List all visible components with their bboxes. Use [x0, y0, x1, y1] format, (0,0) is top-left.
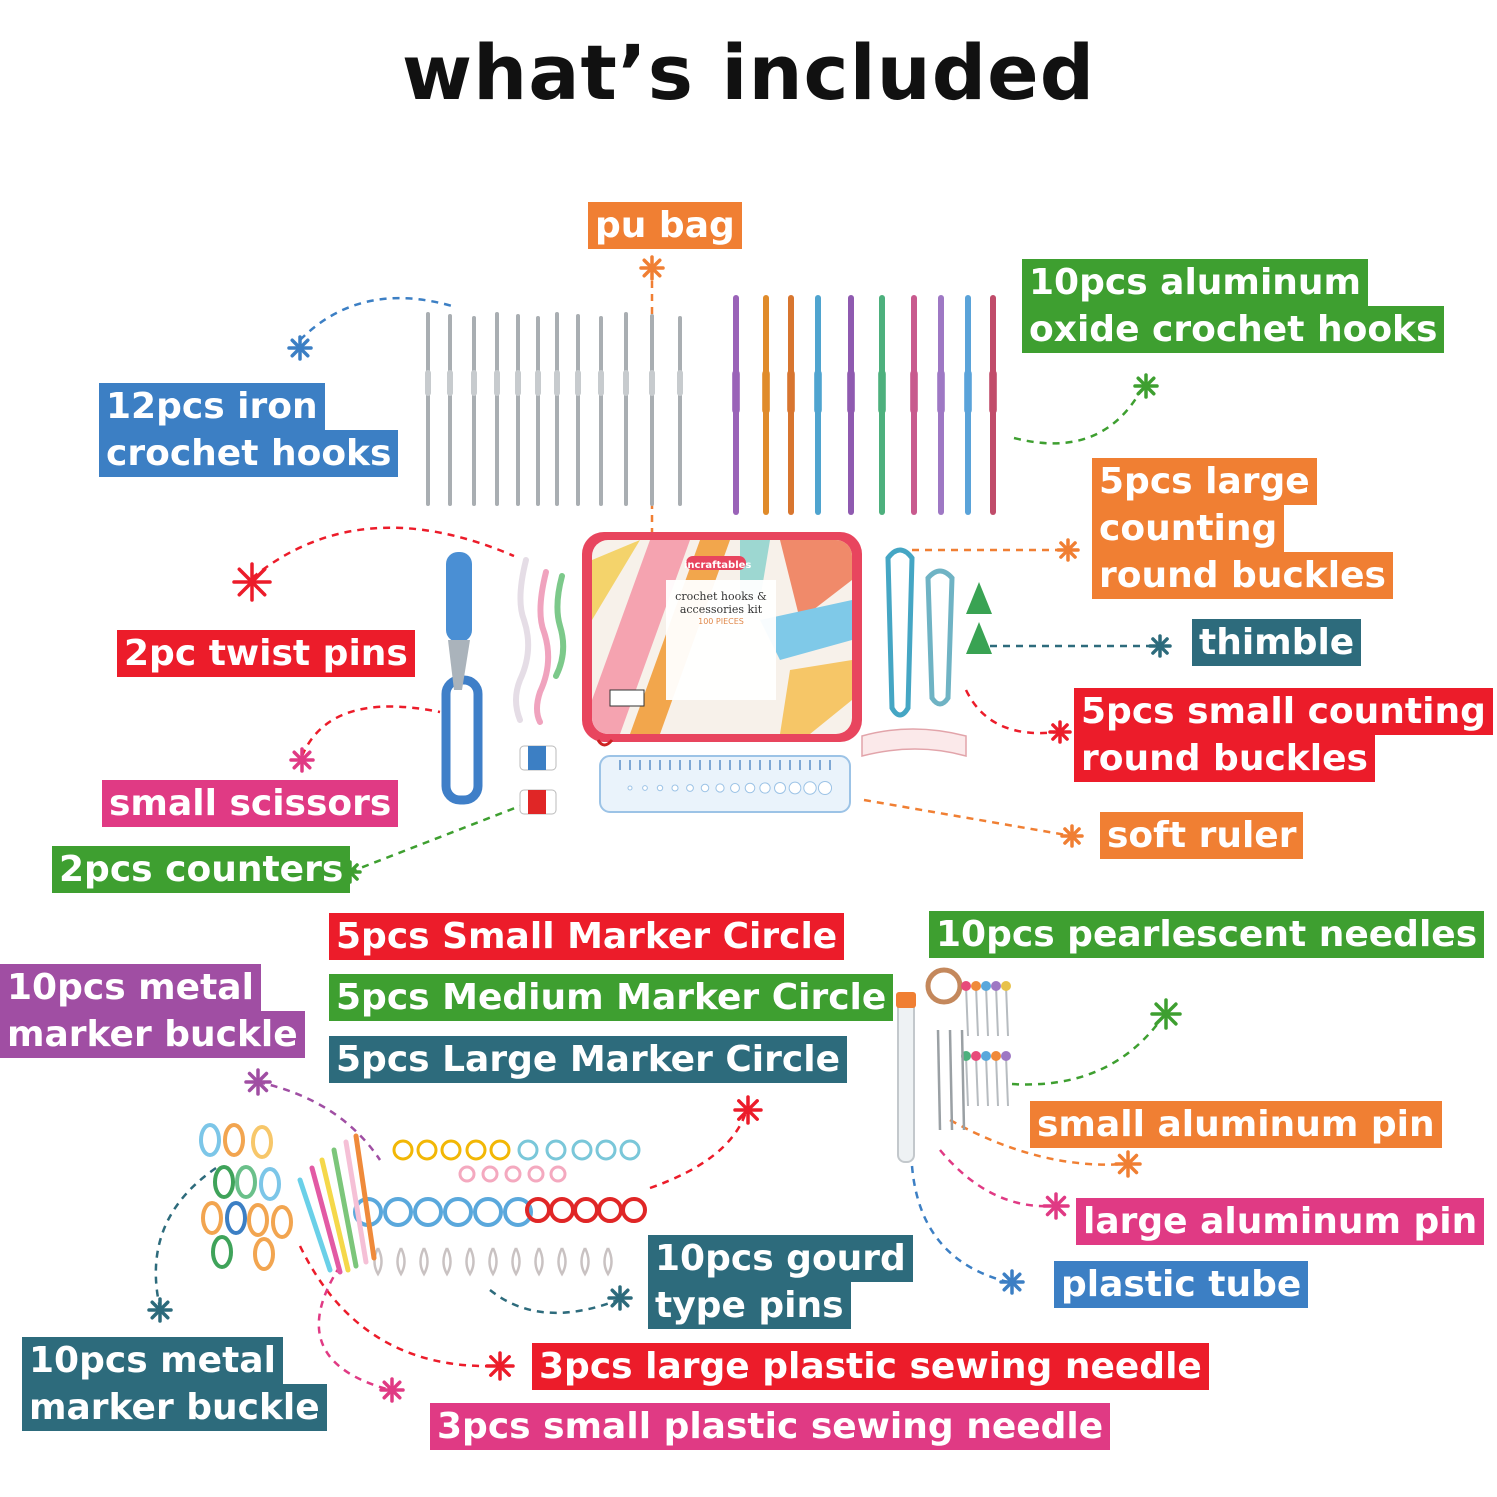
- label-metal-buckle-bottom: 10pcs metal marker buckle: [22, 1337, 327, 1431]
- label-iron-hooks: 12pcs iron crochet hooks: [99, 383, 399, 477]
- label-plastic-tube: plastic tube: [1054, 1261, 1309, 1308]
- label-small-scissors: small scissors: [102, 780, 399, 827]
- marker-circles-image: [353, 1139, 647, 1227]
- plastic-needles-image: [297, 1133, 377, 1275]
- bag-pieces: 100 PIECES: [698, 617, 744, 626]
- soft-ruler-image: [861, 728, 967, 757]
- aluminum-crochet-hooks-image: [732, 295, 997, 515]
- bag-brand: incraftables: [684, 560, 752, 571]
- gourd-pins-image: [373, 1247, 613, 1277]
- counters-image: [519, 745, 557, 815]
- twist-pins-image: [513, 557, 567, 725]
- iron-crochet-hooks-image: [425, 312, 683, 506]
- label-large-aluminum-pin: large aluminum pin: [1076, 1198, 1485, 1245]
- label-aluminum-hooks: 10pcs aluminum oxide crochet hooks: [1022, 259, 1445, 353]
- connector-lines: [154, 268, 1164, 1392]
- label-counters: 2pcs counters: [52, 846, 351, 893]
- label-small-plastic-needle: 3pcs small plastic sewing needle: [430, 1403, 1111, 1450]
- label-soft-ruler: soft ruler: [1100, 812, 1304, 859]
- label-pu-bag: pu bag: [588, 202, 742, 249]
- label-gourd-pins: 10pcs gourd type pins: [648, 1235, 913, 1329]
- label-small-buckles: 5pcs small counting round buckles: [1074, 688, 1493, 782]
- asterisk-markers: [147, 255, 1182, 1403]
- label-large-plastic-needle: 3pcs large plastic sewing needle: [532, 1343, 1209, 1390]
- plastic-tube-image: [896, 967, 963, 1163]
- scissors-image: [441, 552, 483, 805]
- bag-name-line1: crochet hooks &: [675, 590, 767, 603]
- pu-bag-image: [582, 532, 862, 747]
- thimble-image: [966, 582, 992, 654]
- locking-markers-image: [199, 1123, 293, 1271]
- label-twist-pins: 2pc twist pins: [117, 630, 415, 677]
- counting-buckles-image: [885, 547, 955, 718]
- label-large-marker-circle: 5pcs Large Marker Circle: [329, 1036, 847, 1083]
- label-small-aluminum-pin: small aluminum pin: [1030, 1101, 1442, 1148]
- label-large-buckles: 5pcs large counting round buckles: [1092, 458, 1393, 599]
- label-thimble: thimble: [1192, 619, 1362, 666]
- label-small-marker-circle: 5pcs Small Marker Circle: [329, 913, 845, 960]
- label-metal-buckle-top: 10pcs metal marker buckle: [0, 964, 305, 1058]
- label-pearlescent-needles: 10pcs pearlescent needles: [929, 911, 1485, 958]
- label-medium-marker-circle: 5pcs Medium Marker Circle: [329, 974, 894, 1021]
- pearlescent-pins-image: [936, 981, 1011, 1131]
- bag-name-line2: accessories kit: [679, 603, 763, 616]
- ruler-image: [599, 755, 851, 813]
- page-title: what’s included: [401, 28, 1096, 117]
